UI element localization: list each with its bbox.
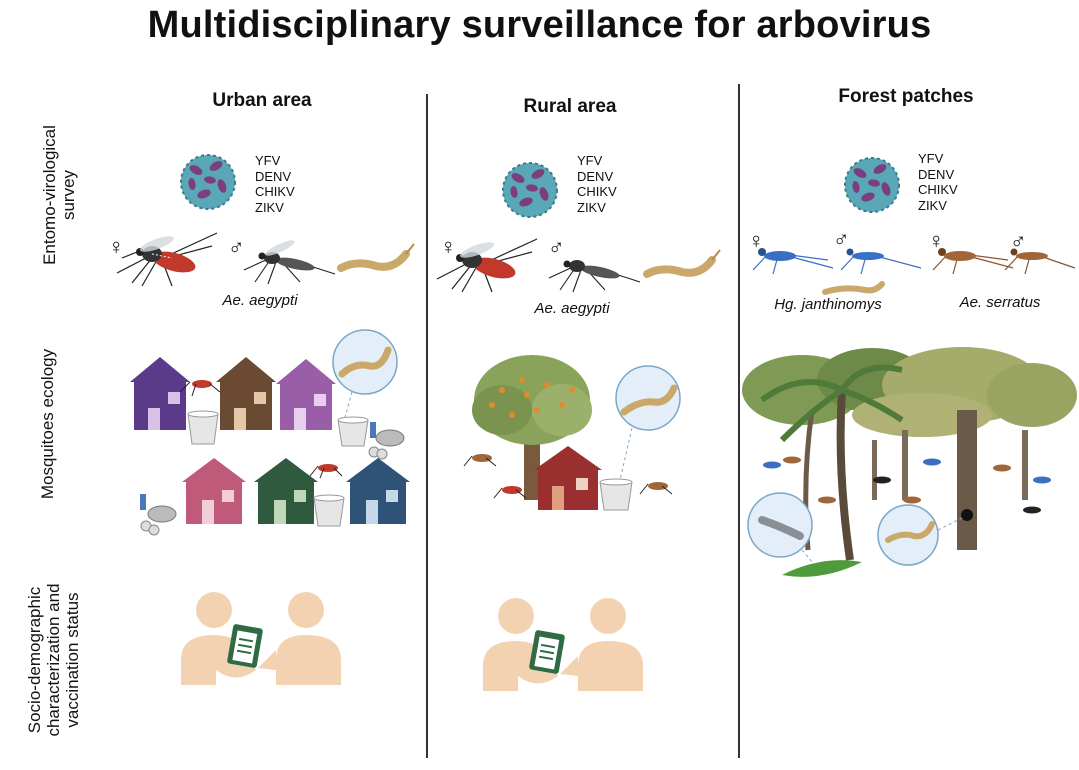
house-icon-lilac xyxy=(276,359,336,430)
male-mosquito-icon-urban xyxy=(243,240,336,285)
virus-yfv: YFV xyxy=(255,153,281,168)
interview-icon-urban xyxy=(181,592,341,685)
male-mosquito-icon-rural xyxy=(548,260,641,293)
species-label-ae-serratus: Ae. serratus xyxy=(959,294,1041,311)
virus-icon-forest xyxy=(844,157,900,213)
virus-chikv: CHIKV xyxy=(255,184,295,199)
male-serratus-mosquito-icon xyxy=(1004,248,1076,275)
species-label-rural: Ae. aegypti xyxy=(534,300,610,317)
rural-ecology-scene xyxy=(463,355,681,511)
forest-ecology-scene xyxy=(742,347,1077,577)
female-mosquito-icon-rural xyxy=(436,238,538,293)
interview-icon-rural xyxy=(483,598,643,691)
male-hg-mosquito-icon xyxy=(840,248,922,275)
house-icon-purple xyxy=(130,357,190,430)
virus-chikv: CHIKV xyxy=(918,182,958,197)
column-title-urban: Urban area xyxy=(212,90,312,111)
figure-title: Multidisciplinary surveillance for arbov… xyxy=(147,4,932,46)
row-label-socio-demographic: Socio-demographic characterization and v… xyxy=(25,583,82,737)
male-symbol-serratus: ♂ xyxy=(1010,228,1027,253)
column-title-forest: Forest patches xyxy=(838,86,974,107)
male-symbol-hg: ♂ xyxy=(833,226,850,251)
larva-icon-urban xyxy=(337,243,415,272)
species-label-hg-janthinomys: Hg. janthinomys xyxy=(774,296,882,313)
male-symbol-urban: ♂ xyxy=(228,234,245,259)
bucket-icon xyxy=(187,410,219,445)
female-mosquito-icon-urban xyxy=(116,232,218,287)
row-label-mosquitoes-ecology: Mosquitoes ecology xyxy=(38,348,57,500)
virus-zikv: ZIKV xyxy=(918,197,947,213)
virus-zikv: ZIKV xyxy=(577,199,606,215)
larva-icon-rural xyxy=(643,249,721,278)
species-label-urban: Ae. aegypti xyxy=(222,292,298,309)
virus-yfv: YFV xyxy=(577,153,603,168)
female-symbol-serratus: ♀ xyxy=(928,228,945,253)
female-serratus-mosquito-icon xyxy=(932,248,1014,275)
male-symbol-rural: ♂ xyxy=(548,234,565,259)
virus-icon-urban xyxy=(180,154,236,210)
house-icon-pink xyxy=(182,458,246,524)
house-icon-green xyxy=(254,458,318,524)
column-divider-1 xyxy=(426,94,428,758)
female-hg-mosquito-icon xyxy=(752,248,834,275)
urban-ecology-scene xyxy=(130,329,410,536)
row-label-entomo-virological: Entomo-virological survey xyxy=(40,95,80,295)
house-icon-red xyxy=(534,446,602,510)
virus-denv: DENV xyxy=(577,168,614,184)
virus-list-rural: YFV DENV CHIKV ZIKV xyxy=(577,153,617,215)
female-symbol-rural: ♀ xyxy=(440,234,457,259)
virus-list-forest: YFV DENV CHIKV ZIKV xyxy=(918,151,958,213)
female-symbol-urban: ♀ xyxy=(108,234,125,259)
virus-denv: DENV xyxy=(255,168,292,184)
larva-icon-forest xyxy=(822,281,885,295)
row-label-entomo-line1: Entomo-virological survey xyxy=(40,125,78,265)
house-icon-blue xyxy=(346,458,410,524)
virus-denv: DENV xyxy=(918,166,955,182)
virus-yfv: YFV xyxy=(918,151,944,166)
column-divider-2 xyxy=(738,84,740,758)
female-symbol-hg: ♀ xyxy=(748,228,765,253)
house-icon-brown xyxy=(216,357,276,430)
virus-chikv: CHIKV xyxy=(577,184,617,199)
virus-icon-rural xyxy=(502,162,558,218)
column-title-rural: Rural area xyxy=(523,96,617,117)
virus-list-urban: YFV DENV CHIKV ZIKV xyxy=(255,153,295,215)
virus-zikv: ZIKV xyxy=(255,199,284,215)
